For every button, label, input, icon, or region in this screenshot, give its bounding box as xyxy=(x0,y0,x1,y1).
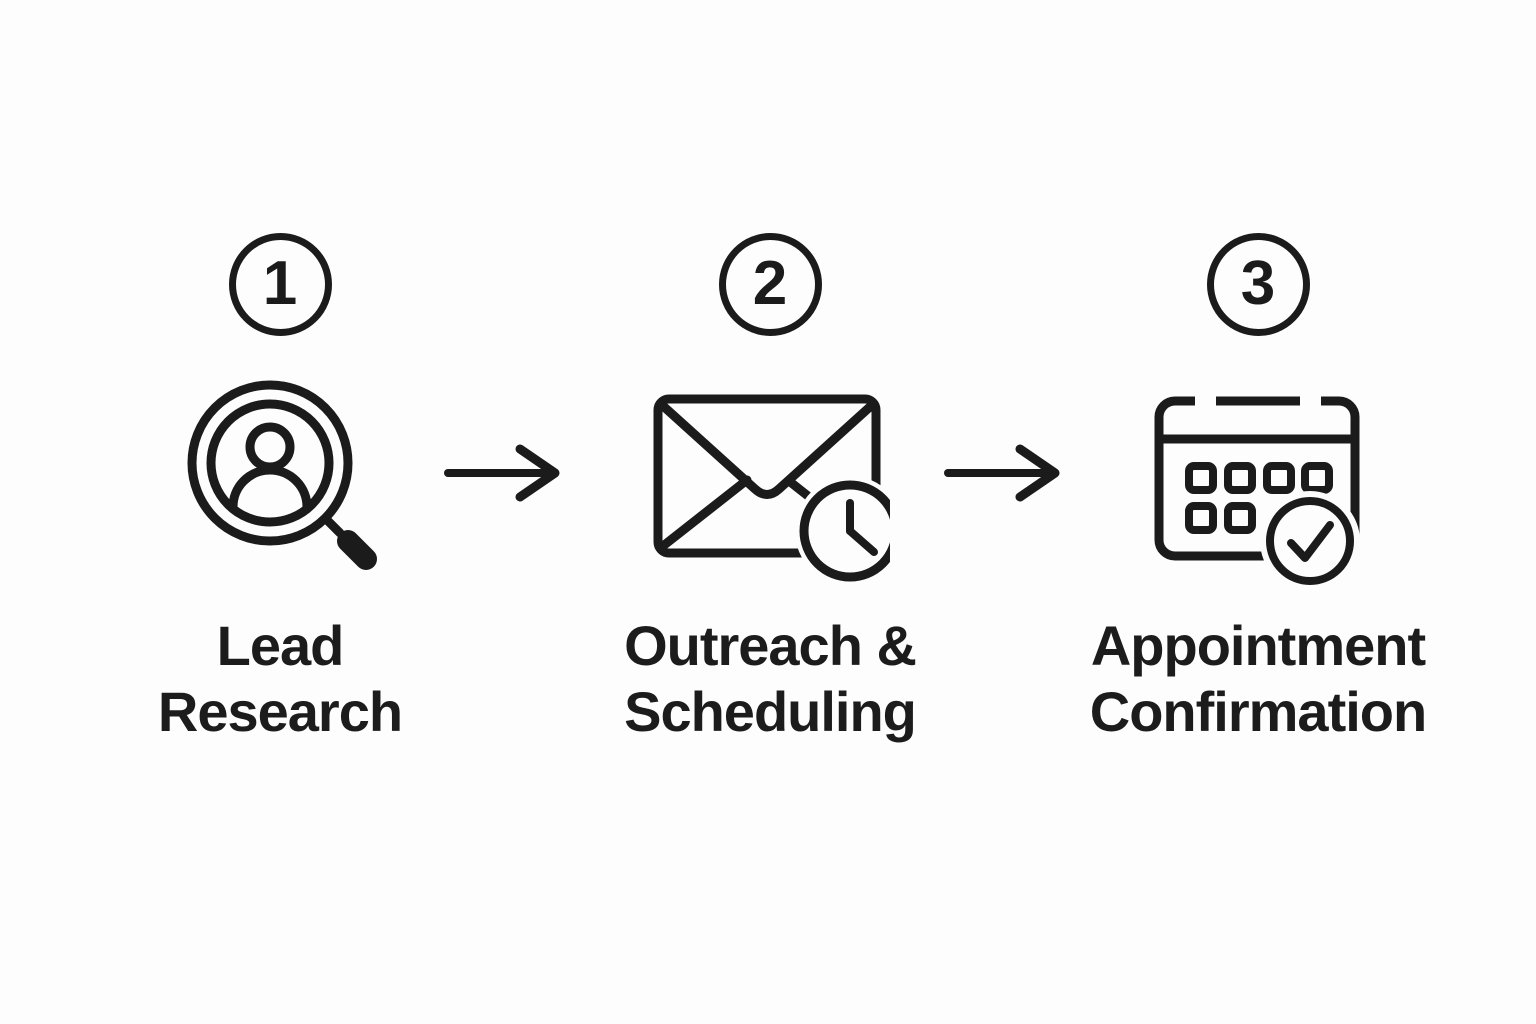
calendar-check-icon xyxy=(1154,380,1360,588)
step-lead-research: 1 Lead Research xyxy=(60,233,500,745)
step-number-badge: 3 xyxy=(1206,233,1310,336)
step-icon-slot xyxy=(1038,336,1478,588)
step-label: Outreach & Scheduling xyxy=(624,614,917,743)
email-clock-icon xyxy=(653,394,890,585)
step-number-badge: 2 xyxy=(718,233,822,336)
arrow-right-icon xyxy=(444,444,560,502)
step-label: Appointment Confirmation xyxy=(1089,614,1427,743)
step-number: 2 xyxy=(752,249,788,318)
step-number: 3 xyxy=(1240,249,1276,318)
arrow-right-icon xyxy=(944,444,1060,502)
step-icon-slot xyxy=(60,336,500,581)
step-outreach-scheduling: 2 Outreach & Scheduling xyxy=(550,233,990,745)
step-number: 1 xyxy=(262,249,298,318)
step-number-badge: 1 xyxy=(228,233,332,336)
step-appointment-confirmation: 3 xyxy=(1038,233,1478,745)
person-search-icon xyxy=(187,380,377,570)
step-label: Lead Research xyxy=(157,614,403,743)
step-icon-slot xyxy=(550,336,990,585)
